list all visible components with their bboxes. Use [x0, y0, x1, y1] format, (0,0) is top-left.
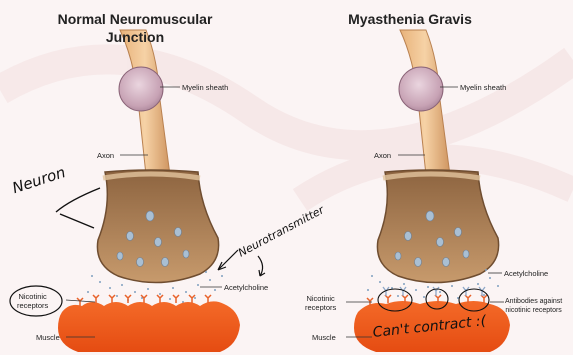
right-label-antibodies: Antibodies against nicotinic receptors	[505, 297, 562, 315]
left-muscle	[58, 301, 240, 352]
left-label-muscle: Muscle	[36, 333, 60, 342]
background-watermark	[0, 59, 573, 200]
right-label-nicotinic-1: Nicotinic	[305, 294, 336, 303]
neurotransmitter-arrow	[218, 250, 238, 270]
left-label-nicotinic: Nicotinic receptors	[17, 292, 48, 310]
myasthenia-junction	[346, 30, 510, 352]
left-axon-terminal	[97, 170, 218, 283]
right-label-ach: Acetylcholine	[504, 269, 548, 278]
left-label-axon: Axon	[97, 151, 114, 160]
left-label-ach: Acetylcholine	[224, 283, 268, 292]
left-label-myelin: Myelin sheath	[182, 83, 228, 92]
right-label-nicotinic: Nicotinic receptors	[305, 294, 336, 312]
antibodies	[383, 287, 485, 296]
right-label-myelin: Myelin sheath	[460, 83, 506, 92]
right-label-antibodies-2: nicotinic receptors	[505, 306, 562, 315]
right-label-axon: Axon	[374, 151, 391, 160]
right-myelin-sheath	[399, 67, 443, 111]
right-axon-terminal	[377, 170, 498, 283]
right-label-antibodies-1: Antibodies against	[505, 297, 562, 306]
title-normal: Normal Neuromuscular Junction	[40, 10, 230, 46]
left-label-nicotinic-1: Nicotinic	[17, 292, 48, 301]
title-normal-line2: Junction	[40, 28, 230, 46]
right-label-muscle: Muscle	[312, 333, 336, 342]
left-label-nicotinic-2: receptors	[17, 301, 48, 310]
title-myasthenia: Myasthenia Gravis	[325, 10, 495, 28]
title-normal-line1: Normal Neuromuscular	[40, 10, 230, 28]
right-label-nicotinic-2: receptors	[305, 303, 336, 312]
left-myelin-sheath	[119, 67, 163, 111]
neuron-bracket	[56, 188, 100, 228]
